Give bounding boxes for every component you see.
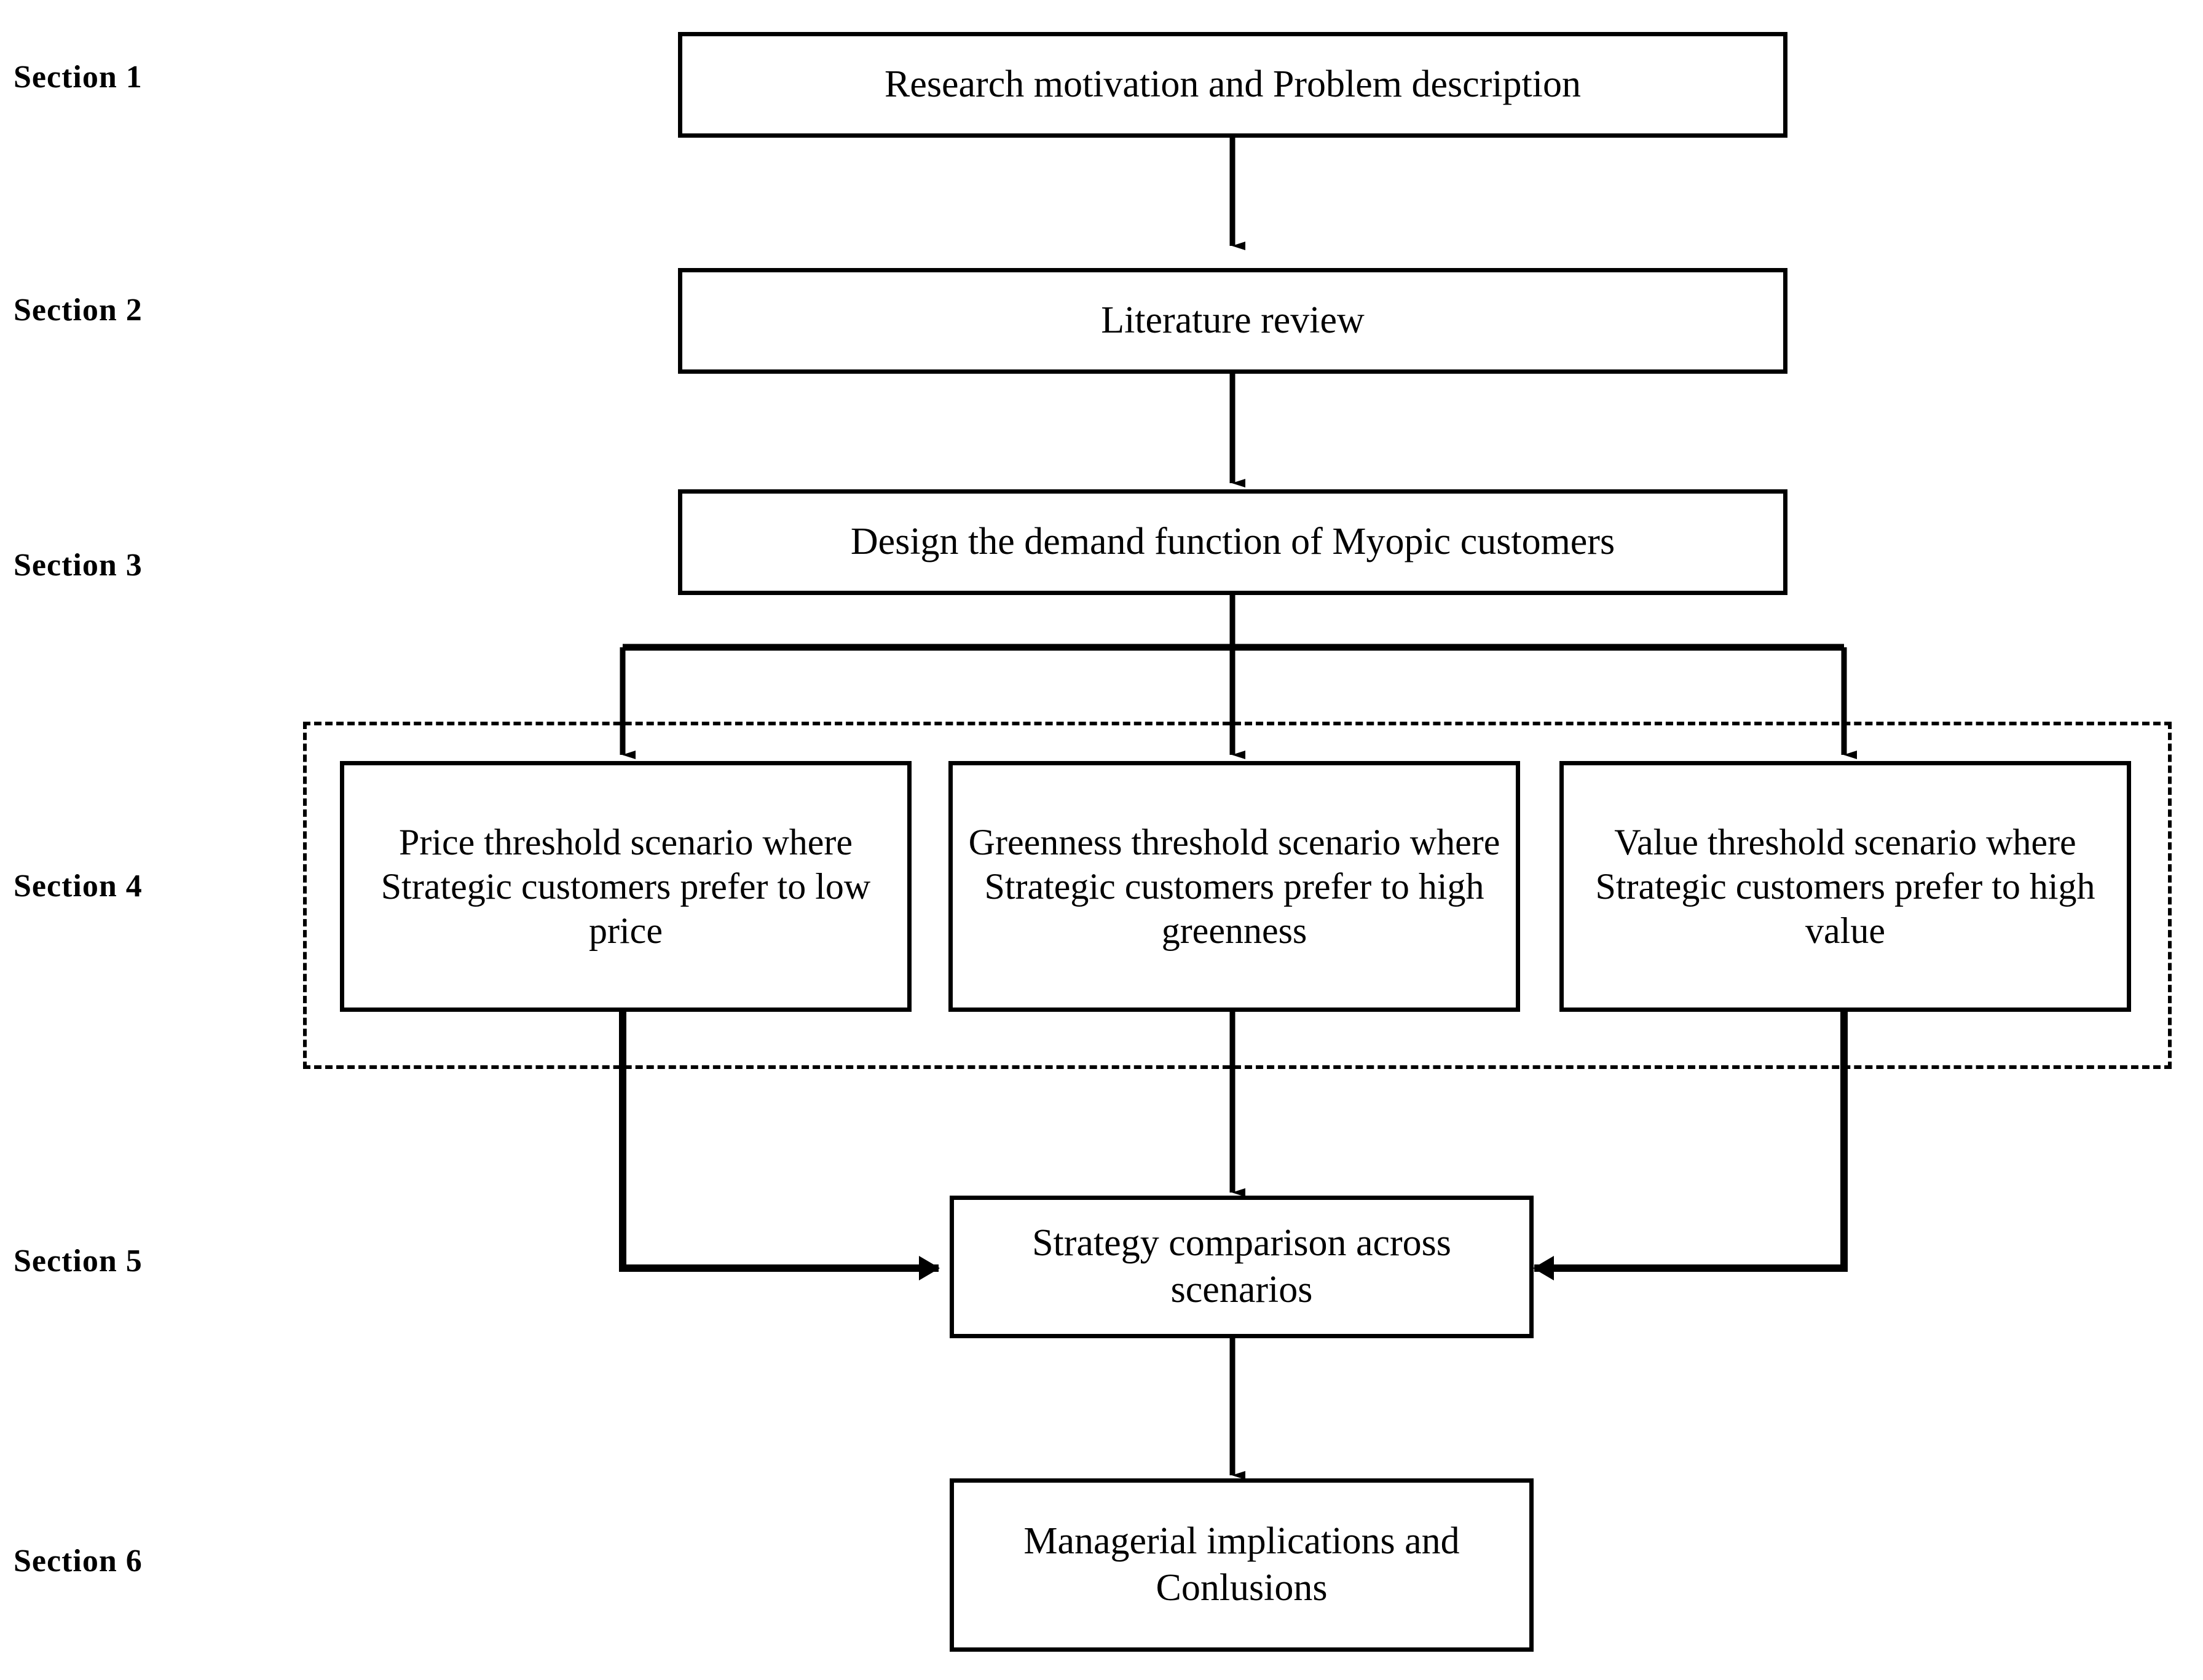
section-label-4: Section 4 — [14, 869, 143, 904]
node-value-threshold-scenario[interactable]: Value threshold scenario where Strategic… — [1559, 761, 2131, 1012]
node-greenness-threshold-scenario[interactable]: Greenness threshold scenario where Strat… — [948, 761, 1520, 1012]
edge-value-to-strategy — [1533, 1011, 1848, 1280]
node-price-threshold-scenario[interactable]: Price threshold scenario where Strategic… — [340, 761, 912, 1012]
node-managerial-implications-label: Managerial implications and Conlusions — [1023, 1520, 1460, 1609]
node-managerial-implications[interactable]: Managerial implications and Conlusions — [950, 1478, 1534, 1652]
node-literature-review-label: Literature review — [1101, 299, 1365, 342]
edge-demand-to-split — [623, 595, 1844, 651]
section-label-3: Section 3 — [14, 548, 143, 583]
node-demand-function[interactable]: Design the demand function of Myopic cus… — [678, 489, 1787, 595]
node-literature-review[interactable]: Literature review — [678, 268, 1787, 374]
node-strategy-comparison[interactable]: Strategy comparison across scenarios — [950, 1196, 1534, 1338]
node-value-threshold-label: Value threshold scenario where Strategic… — [1595, 822, 2095, 951]
node-greenness-threshold-label: Greenness threshold scenario where Strat… — [968, 822, 1500, 951]
node-research-motivation-label: Research motivation and Problem descript… — [885, 63, 1581, 106]
node-strategy-comparison-label: Strategy comparison across scenarios — [1032, 1222, 1451, 1311]
section-label-2: Section 2 — [14, 293, 143, 328]
node-price-threshold-label: Price threshold scenario where Strategic… — [380, 822, 871, 951]
section-label-5: Section 5 — [14, 1244, 143, 1279]
section-label-6: Section 6 — [14, 1544, 143, 1579]
node-research-motivation[interactable]: Research motivation and Problem descript… — [678, 32, 1787, 138]
node-demand-function-label: Design the demand function of Myopic cus… — [850, 521, 1615, 563]
edge-price-to-strategy — [619, 1011, 940, 1280]
section-label-1: Section 1 — [14, 60, 143, 95]
